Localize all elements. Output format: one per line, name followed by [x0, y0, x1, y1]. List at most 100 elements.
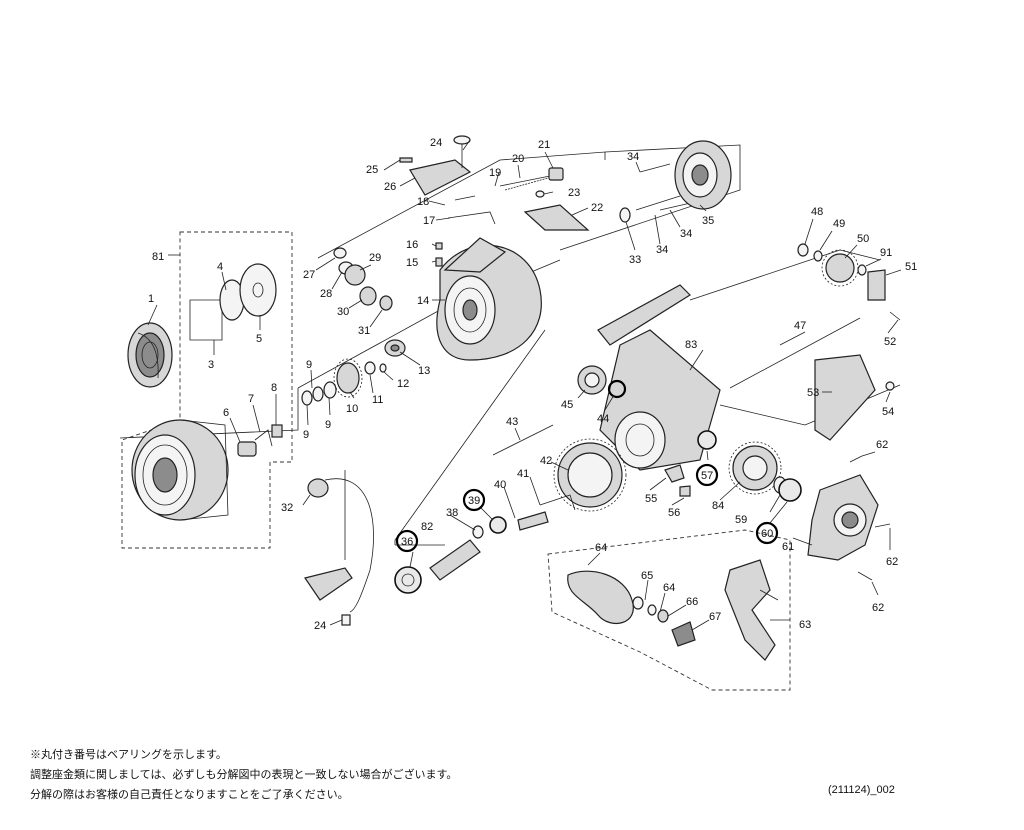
label-19: 19	[489, 167, 501, 179]
label-64a: 64	[595, 542, 607, 554]
roller-29	[344, 264, 366, 286]
label-39: 39	[468, 495, 480, 507]
label-65: 65	[641, 570, 653, 582]
bail-trip	[304, 567, 353, 601]
notes-block: ※丸付き番号はベアリングを示します。 調整座金類に関しましては、必ずしも分解図中…	[30, 745, 457, 805]
pinion-gear-10	[336, 362, 360, 394]
bearing-callouts	[395, 463, 779, 553]
note-bearing: ※丸付き番号はベアリングを示します。	[30, 749, 227, 761]
label-54: 54	[882, 406, 894, 418]
label-82: 82	[421, 521, 433, 533]
label-1: 1	[148, 293, 154, 305]
label-9a: 9	[306, 359, 312, 371]
label-63: 63	[799, 619, 811, 631]
label-51: 51	[905, 261, 917, 273]
label-34c: 34	[680, 228, 692, 240]
label-81: 81	[152, 251, 164, 263]
label-10: 10	[346, 403, 358, 415]
label-38: 38	[446, 507, 458, 519]
drag-washer-5	[239, 263, 277, 317]
label-9c: 9	[325, 419, 331, 431]
label-18: 18	[417, 196, 429, 208]
handle-assembly	[567, 559, 779, 661]
part-labels: 1 3 4 5 6 7 8 9 9 9 10 11 12 13 14 15 16…	[148, 137, 917, 632]
label-12: 12	[397, 378, 409, 390]
label-4: 4	[217, 261, 223, 273]
label-53: 53	[807, 387, 819, 399]
label-91: 91	[880, 247, 892, 259]
label-7: 7	[248, 393, 254, 405]
label-24b: 24	[314, 620, 326, 632]
spool-assembly	[127, 263, 283, 521]
label-67: 67	[709, 611, 721, 623]
label-23: 23	[568, 187, 580, 199]
label-62b: 62	[886, 556, 898, 568]
label-49: 49	[833, 218, 845, 230]
line-roller-32	[307, 478, 329, 498]
label-55: 55	[645, 493, 657, 505]
label-62c: 62	[872, 602, 884, 614]
label-56: 56	[668, 507, 680, 519]
bearing-callout-39	[462, 488, 486, 512]
label-64b: 64	[663, 582, 675, 594]
label-36: 36	[401, 536, 413, 548]
gear-50	[825, 253, 855, 283]
rotor-assembly	[333, 135, 590, 361]
reel-foot	[597, 284, 691, 346]
bearing-callout-57	[695, 463, 719, 487]
note-disassembly: 分解の際はお客様の自己責任となりますことをご了承ください。	[30, 789, 349, 801]
label-41: 41	[517, 468, 529, 480]
label-21: 21	[538, 139, 550, 151]
label-31: 31	[358, 325, 370, 337]
label-44: 44	[597, 413, 609, 425]
label-57: 57	[701, 470, 713, 482]
label-15: 15	[406, 257, 418, 269]
label-26: 26	[384, 181, 396, 193]
label-8: 8	[271, 382, 277, 394]
label-34a: 34	[627, 151, 639, 163]
bearing-callout-60	[755, 521, 779, 545]
pinion-parts	[301, 339, 406, 406]
leader-lines	[147, 139, 902, 631]
label-47: 47	[794, 320, 806, 332]
label-29: 29	[369, 252, 381, 264]
label-25: 25	[366, 164, 378, 176]
label-43: 43	[506, 416, 518, 428]
label-5: 5	[256, 333, 262, 345]
bail-wire-assembly	[304, 478, 374, 626]
label-83: 83	[685, 339, 697, 351]
body-cover-53	[814, 354, 876, 441]
label-3: 3	[208, 359, 214, 371]
bearing-36	[394, 566, 422, 594]
label-50: 50	[857, 233, 869, 245]
handle-arm-63	[724, 559, 776, 661]
label-42: 42	[540, 455, 552, 467]
label-30: 30	[337, 306, 349, 318]
line-roller-21	[548, 167, 564, 181]
diagram-code: (211124)_002	[828, 784, 895, 796]
label-35: 35	[702, 215, 714, 227]
label-17: 17	[423, 215, 435, 227]
bearing-39	[489, 516, 507, 534]
shaft-assembly	[697, 243, 901, 581]
bearing-57	[697, 430, 717, 450]
label-16: 16	[406, 239, 418, 251]
label-24a: 24	[430, 137, 442, 149]
label-61: 61	[782, 541, 794, 553]
label-59: 59	[735, 514, 747, 526]
label-62a: 62	[876, 439, 888, 451]
body-assembly	[492, 140, 732, 512]
note-washers: 調整座金類に関しましては、必ずしも分解図中の表現と一致しない場合がございます。	[30, 769, 458, 781]
label-6: 6	[223, 407, 229, 419]
bearing-callout-36	[395, 529, 419, 553]
label-13: 13	[418, 365, 430, 377]
label-9b: 9	[303, 429, 309, 441]
label-14: 14	[417, 295, 429, 307]
label-34b: 34	[656, 244, 668, 256]
label-60: 60	[761, 528, 773, 540]
label-66: 66	[686, 596, 698, 608]
bail-arm-26	[409, 159, 472, 196]
label-20: 20	[512, 153, 524, 165]
label-27: 27	[303, 269, 315, 281]
